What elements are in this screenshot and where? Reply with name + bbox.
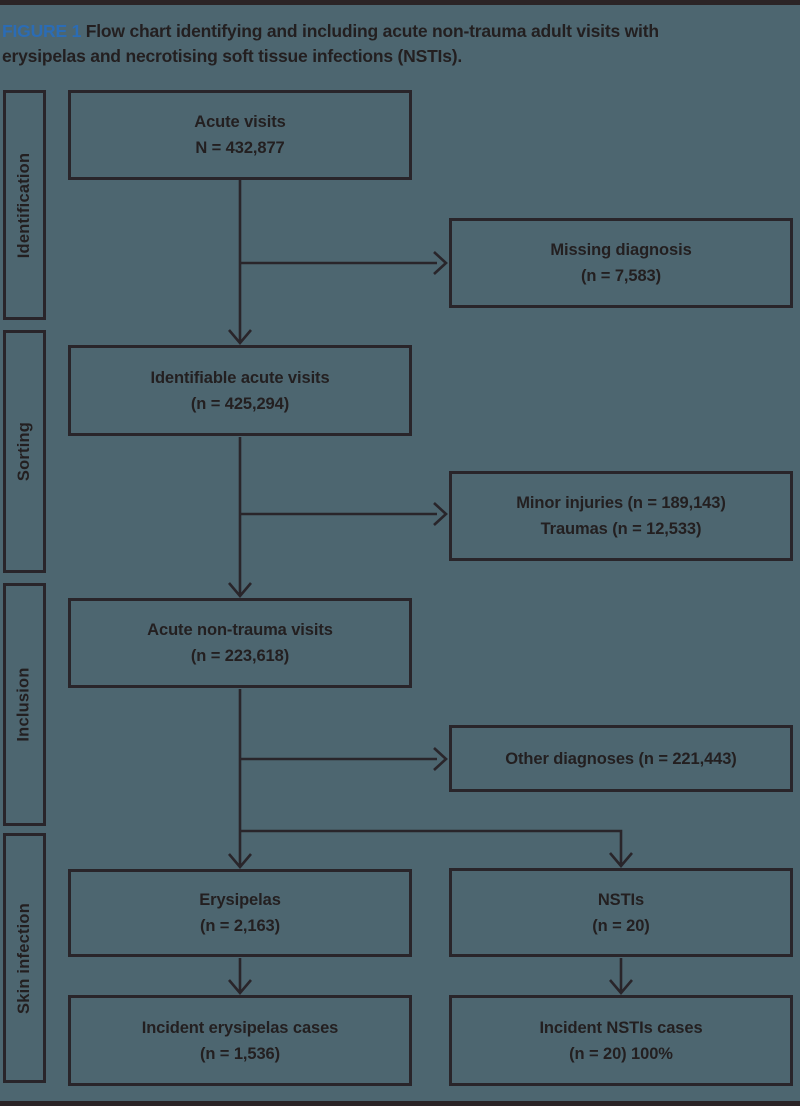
stage-identification-label: Identification	[15, 152, 33, 258]
box-line: Minor injuries (n = 189,143)	[516, 494, 726, 512]
stage-skin-infection-label: Skin infection	[15, 902, 34, 1014]
box-line: Acute non-trauma visits	[147, 621, 333, 639]
box-line: (n = 20)	[592, 916, 650, 935]
box-line: Erysipelas	[199, 891, 281, 909]
box-line: (n = 2,163)	[199, 917, 281, 935]
box-line: (n = 223,618)	[190, 647, 290, 665]
flow-box-other-diagnoses: Other diagnoses (n = 221,443)	[449, 725, 793, 792]
box-line: Identifiable acute visits	[150, 368, 330, 387]
box-line: Acute visits	[194, 113, 286, 131]
stage-sorting: Sorting	[3, 330, 46, 573]
bottom-rule	[0, 1101, 800, 1106]
flow-box-missing-diagnosis: Missing diagnosis (n = 7,583)	[449, 218, 793, 308]
box-line: Missing diagnosis	[550, 241, 692, 259]
flow-box-incident-erysipelas-cases: Incident erysipelas cases (n = 1,536)	[68, 995, 412, 1086]
connector-branch-nstis	[240, 829, 633, 869]
caption-text-2: erysipelas and necrotising soft tissue i…	[2, 46, 463, 66]
flow-box-erysipelas: Erysipelas (n = 2,163)	[68, 869, 412, 957]
flow-box-identifiable-acute-visits: Identifiable acute visits (n = 425,294)	[68, 345, 412, 436]
flow-box-nstis: NSTIs (n = 20)	[449, 868, 793, 957]
flow-box-acute-non-trauma-visits: Acute non-trauma visits (n = 223,618)	[68, 598, 412, 688]
box-line: Other diagnoses (n = 221,443)	[505, 749, 737, 768]
connector-branch-minor-injuries	[240, 502, 448, 526]
flow-box-incident-nstis-cases: Incident NSTIs cases (n = 20) 100%	[449, 995, 793, 1086]
box-line: (n = 7,583)	[580, 267, 662, 285]
caption-line-1: FIGURE 1 Flow chart identifying and incl…	[2, 19, 762, 44]
connector-nontrauma-to-erysipelas	[228, 689, 252, 870]
box-line: (n = 425,294)	[190, 394, 290, 413]
stage-identification: Identification	[3, 90, 46, 320]
stage-inclusion-label: Inclusion	[15, 667, 34, 742]
caption-text-1: Flow chart identifying and including acu…	[85, 21, 659, 41]
box-line: Traumas (n = 12,533)	[540, 520, 702, 538]
connector-acute-to-identifiable	[228, 180, 252, 346]
stage-inclusion: Inclusion	[3, 583, 46, 826]
connector-branch-missing-diagnosis	[240, 251, 448, 275]
box-line: (n = 20) 100%	[569, 1044, 673, 1063]
connector-erysipelas-to-incident	[228, 958, 252, 996]
box-line: Incident erysipelas cases	[141, 1018, 339, 1037]
stage-skin-infection: Skin infection	[3, 833, 46, 1083]
figure-number-tag: FIGURE 1	[2, 21, 82, 41]
connector-branch-other-diagnoses	[240, 747, 448, 771]
box-line: Incident NSTIs cases	[539, 1018, 703, 1037]
top-rule	[0, 0, 800, 5]
box-line: (n = 1,536)	[199, 1044, 281, 1063]
box-line: N = 432,877	[195, 139, 285, 157]
figure-caption: FIGURE 1 Flow chart identifying and incl…	[2, 19, 762, 69]
stage-sorting-label: Sorting	[15, 421, 33, 482]
connector-identifiable-to-nontrauma	[228, 437, 252, 599]
flow-box-minor-injuries-traumas: Minor injuries (n = 189,143) Traumas (n …	[449, 471, 793, 561]
flow-box-acute-visits: Acute visits N = 432,877	[68, 90, 412, 180]
box-line: NSTIs	[597, 890, 645, 909]
connector-nstis-to-incident	[609, 958, 633, 996]
